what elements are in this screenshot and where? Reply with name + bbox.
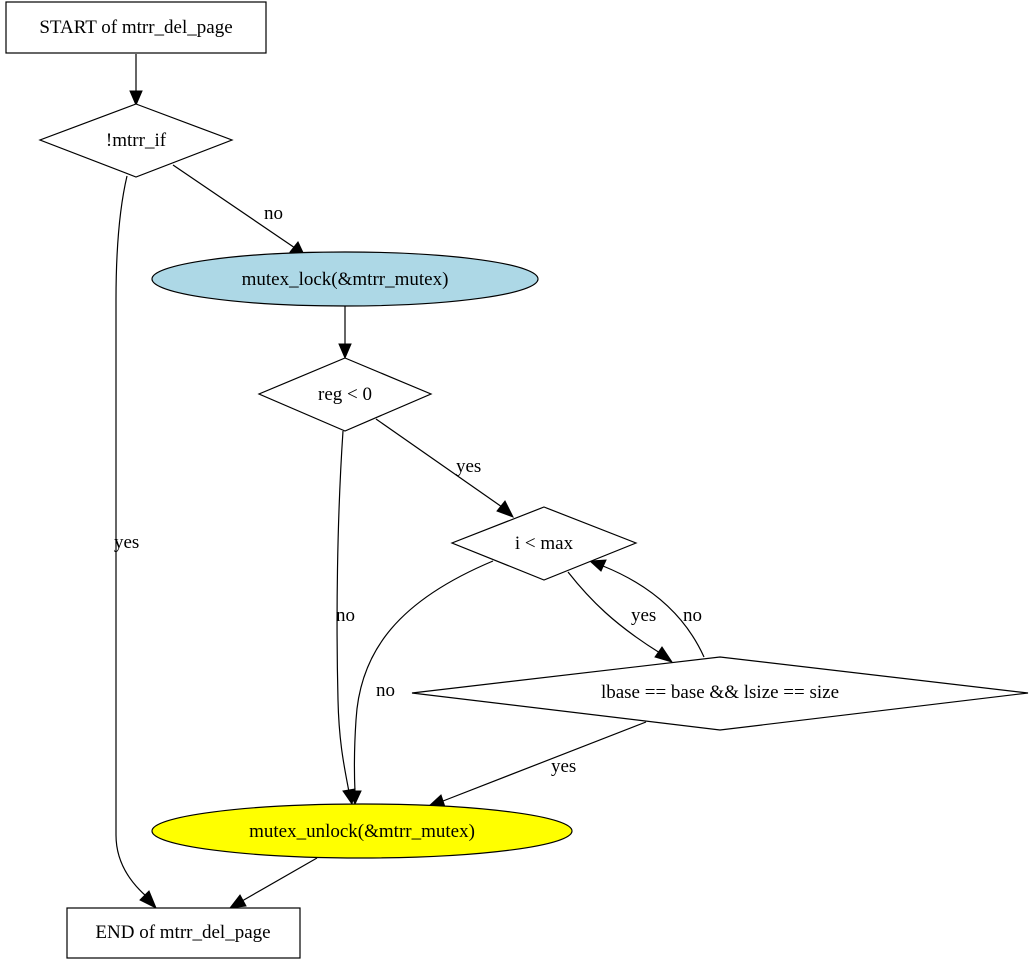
edge-line	[172, 164, 296, 249]
edge-line	[375, 418, 503, 508]
edge-loop-yes: yes	[567, 571, 674, 663]
node-check-reg: reg < 0	[257, 357, 433, 432]
arrowhead-icon	[654, 646, 674, 663]
edge-match-no: no	[588, 559, 705, 658]
edge-line	[567, 571, 661, 654]
arrowhead-icon	[348, 790, 362, 806]
edge-line	[336, 430, 350, 793]
node-mutex-lock: mutex_lock(&mtrr_mutex)	[151, 251, 539, 307]
edge-mtrr-if-yes: yes	[114, 175, 157, 910]
edge-line	[353, 560, 494, 793]
edge-unlock-to-end	[228, 857, 318, 909]
node-label: !mtrr_if	[106, 130, 167, 151]
edge-label-no: no	[264, 203, 283, 224]
node-diamond	[411, 656, 1029, 731]
arrowhead-icon	[338, 343, 352, 360]
node-label: END of mtrr_del_page	[95, 922, 270, 943]
edge-label-yes: yes	[114, 532, 139, 553]
node-label: START of mtrr_del_page	[39, 17, 232, 38]
edge-label-yes: yes	[551, 756, 576, 777]
node-check-match: lbase == base && lsize == size	[411, 656, 1029, 731]
edge-lock-to-reg	[338, 306, 352, 360]
edge-label-no: no	[683, 605, 702, 626]
edge-line	[115, 175, 147, 897]
arrowhead-icon	[588, 559, 607, 572]
node-diamond	[38, 103, 234, 178]
edge-line	[602, 565, 705, 658]
edge-reg-no: no	[336, 430, 356, 806]
edge-match-yes: yes	[426, 721, 647, 808]
arrowhead-icon	[129, 90, 143, 107]
edge-label-no: no	[376, 680, 395, 701]
node-box	[5, 1, 267, 54]
edge-loop-no: no	[348, 560, 494, 806]
node-label: mutex_lock(&mtrr_mutex)	[242, 269, 449, 290]
edge-line	[241, 857, 318, 902]
node-diamond	[257, 357, 433, 432]
edge-label-no: no	[336, 605, 355, 626]
arrowhead-icon	[139, 890, 157, 910]
edge-reg-yes: yes	[375, 418, 515, 518]
node-check-loop: i < max	[450, 506, 638, 581]
node-check-mtrr-if: !mtrr_if	[38, 103, 234, 178]
node-ellipse	[151, 803, 573, 859]
node-label: mutex_unlock(&mtrr_mutex)	[249, 821, 475, 842]
node-label: lbase == base && lsize == size	[601, 682, 839, 703]
node-diamond	[450, 506, 638, 581]
edge-start-to-mtrr-if	[129, 54, 143, 107]
arrowhead-icon	[228, 894, 247, 909]
node-label: i < max	[515, 533, 574, 554]
node-ellipse	[151, 251, 539, 307]
node-label: reg < 0	[318, 384, 372, 405]
edge-label-yes: yes	[456, 456, 481, 477]
node-mutex-unlock: mutex_unlock(&mtrr_mutex)	[151, 803, 573, 859]
node-box	[66, 907, 301, 959]
edge-mtrr-if-no: no	[172, 164, 308, 260]
edge-label-yes: yes	[631, 605, 656, 626]
edge-line	[442, 721, 647, 802]
arrowhead-icon	[496, 500, 515, 518]
node-end: END of mtrr_del_page	[66, 907, 301, 959]
node-start: START of mtrr_del_page	[5, 1, 267, 54]
